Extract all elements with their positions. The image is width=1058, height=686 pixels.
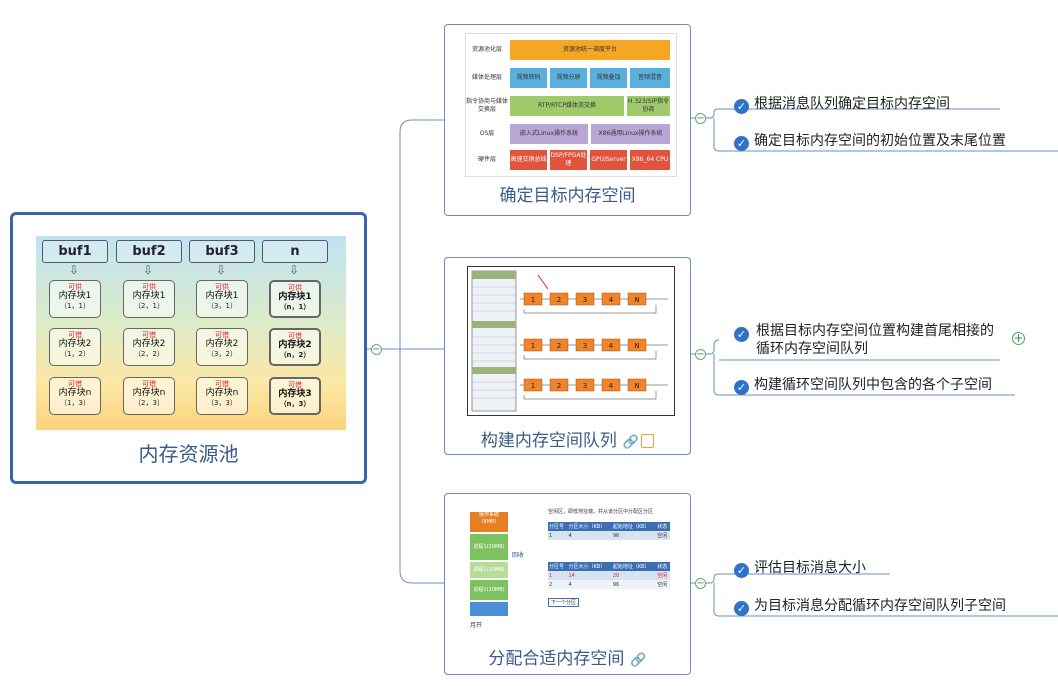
queue-node (575, 378, 595, 392)
memory-block: 可借内存块n（1，3） (49, 377, 101, 415)
memory-block: 可供内存块1（n，1） (269, 280, 321, 318)
check-icon: ✓ (734, 563, 749, 578)
down-arrow-icon: ⇩ (68, 263, 80, 277)
queue-node-label: 2 (557, 296, 561, 304)
bar-process: 进程1(10MB) (470, 580, 508, 600)
architecture-thumbnail: 资源池化层 资源池统一调度平台 媒体处理层 视频转码 视频分屏 视频叠加 音频混… (465, 33, 677, 177)
queue-node-label: 1 (531, 342, 535, 350)
queue-node-label: 2 (557, 382, 561, 390)
subtopic[interactable]: ✓为目标消息分配循环内存空间队列子空间 (734, 595, 1006, 616)
down-arrow-icon: ⇩ (288, 263, 300, 277)
check-icon: ✓ (734, 99, 749, 114)
memory-block: 可借内存块2（2，2） (123, 328, 175, 366)
note-icon[interactable] (641, 434, 655, 448)
root-label: 内存资源池 (138, 442, 239, 466)
bottom-label: 月开 (470, 622, 483, 629)
queue-node (575, 292, 595, 306)
queue-node (523, 292, 543, 306)
check-icon: ✓ (734, 136, 749, 151)
queue-node (601, 378, 621, 392)
queue-node-label: 1 (531, 382, 535, 390)
check-icon: ✓ (734, 380, 749, 395)
memory-block: 可借内存块2（1，2） (49, 328, 101, 366)
queue-node (523, 378, 543, 392)
next-partition-label: 下一个分区 (548, 598, 580, 607)
queue-node-label: 2 (557, 342, 561, 350)
queue-node (627, 378, 647, 392)
topic-label: 分配合适内存空间🔗 (488, 649, 647, 669)
queue-node (627, 338, 647, 352)
queue-node (601, 338, 621, 352)
queue-node-label: N (634, 296, 639, 304)
topic-label: 确定目标内存空间 (499, 186, 636, 206)
queue-node-label: N (634, 342, 639, 350)
allocation-thumbnail: 操作系统（8MB） 进程1(20MB) 进程1(10MB) 进程1(10MB) … (464, 504, 674, 630)
collapse-icon[interactable]: − (371, 344, 382, 355)
queue-node (523, 338, 543, 352)
link-icon[interactable]: 🔗 (622, 435, 640, 450)
memory-block: 可借内存块3（n，3） (269, 377, 321, 415)
check-icon: ✓ (734, 601, 749, 616)
memory-block: 可供内存块1（1，1） (49, 280, 101, 318)
check-icon: ✓ (734, 327, 749, 342)
collapse-icon[interactable]: − (695, 578, 706, 589)
collapse-icon[interactable]: − (695, 349, 706, 360)
note-text: 空闲区，即低地址端，并从该分区中分配区分区 (548, 509, 654, 515)
queue-node-label: 3 (583, 382, 587, 390)
expand-plus-icon[interactable]: + (1012, 331, 1025, 345)
bar-os: 操作系统（8MB） (470, 512, 508, 532)
queue-node-label: 4 (609, 342, 614, 350)
arrow-label: 回收 (512, 552, 525, 559)
subtopic[interactable]: ✓根据目标内存空间位置构建首尾相接的循环内存空间队列 (734, 322, 1004, 358)
queue-node (549, 338, 569, 352)
subtopic[interactable]: ✓确定目标内存空间的初始位置及末尾位置 (734, 130, 1006, 151)
bar-free (470, 602, 508, 616)
collapse-icon[interactable]: − (695, 113, 706, 124)
queue-node (601, 292, 621, 306)
memory-block: 可供内存块1（3，1） (196, 280, 248, 318)
topic-label: 构建内存空间队列🔗 (444, 426, 691, 451)
memory-block: 可供内存块1（2，1） (123, 280, 175, 318)
subtopic[interactable]: ✓评估目标消息大小 (734, 557, 866, 578)
queue-node-label: N (634, 382, 639, 390)
down-arrow-icon: ⇩ (215, 263, 227, 277)
link-icon[interactable]: 🔗 (630, 653, 647, 668)
bar-process: 进程1(10MB) (470, 562, 508, 578)
column-buf3: buf3 (189, 240, 255, 263)
queue-node (549, 292, 569, 306)
memory-block: 可借内存块n（2，3） (123, 377, 175, 415)
queue-node (575, 338, 595, 352)
down-arrow-icon: ⇩ (142, 263, 154, 277)
memory-block: 可借内存块n（3，3） (196, 377, 248, 415)
column-buf2: buf2 (116, 240, 182, 263)
queue-node-label: 3 (583, 342, 587, 350)
queue-node-label: 1 (531, 296, 535, 304)
queue-node (549, 378, 569, 392)
memory-block: 可借内存块2（n，2） (269, 328, 321, 366)
queue-node-label: 4 (609, 382, 614, 390)
queue-node (627, 292, 647, 306)
memory-pool-image: buf1 buf2 buf3 n ⇩ ⇩ ⇩ ⇩ 可供内存块1（1，1） 可供内… (36, 236, 346, 430)
column-buf1: buf1 (42, 240, 108, 263)
queue-node-label: 4 (609, 296, 614, 304)
memory-block: 可借内存块2（3，2） (196, 328, 248, 366)
subtopic[interactable]: ✓根据消息队列确定目标内存空间 (734, 93, 950, 114)
column-n: n (262, 240, 328, 263)
bar-process: 进程1(20MB) (470, 534, 508, 560)
subtopic[interactable]: ✓构建循环空间队列中包含的各个子空间 (734, 374, 992, 395)
queue-node-label: 3 (583, 296, 587, 304)
